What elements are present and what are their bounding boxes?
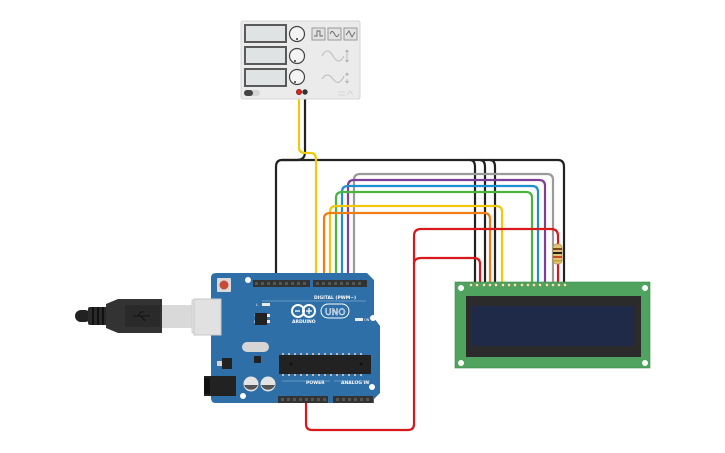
function-generator[interactable]	[240, 20, 361, 100]
arduino-uno[interactable]: DIGITAL (PWM~) L TX RX ON ARDUINO UNO	[193, 273, 380, 403]
arduino-logo	[291, 304, 316, 318]
amplitude-wave-icon	[321, 50, 345, 62]
wire-red-vcc[interactable]	[412, 256, 482, 287]
wire-orange-rs[interactable]	[322, 211, 492, 287]
atmega-chip[interactable]	[279, 355, 371, 374]
amplitude-knob[interactable]	[288, 47, 306, 65]
arduino-logo-text: ARDUINO	[292, 319, 316, 325]
generator-display-frequency	[244, 24, 287, 43]
wires	[274, 90, 566, 432]
frequency-knob[interactable]	[288, 25, 306, 43]
capacitor	[243, 376, 259, 392]
mounting-hole	[245, 277, 251, 283]
analog-header[interactable]	[333, 396, 373, 403]
crystal	[242, 342, 269, 352]
analog-label: ANALOG IN	[341, 380, 369, 386]
lcd-16x2[interactable]	[454, 281, 651, 369]
led-on	[355, 318, 363, 321]
wire-black-lcd-3[interactable]	[478, 158, 497, 287]
sine-wave-button[interactable]	[327, 27, 342, 41]
negative-terminal[interactable]	[302, 89, 308, 95]
reset-button[interactable]	[217, 278, 231, 292]
generator-display-offset	[244, 68, 287, 87]
wire-black-lcd-2[interactable]	[468, 158, 487, 287]
offset-arrow-icon	[345, 72, 349, 84]
led-label: L	[256, 303, 258, 307]
digital-header-pins	[255, 282, 361, 285]
svg-text:UNO: UNO	[325, 308, 345, 318]
offset-wave-icon	[321, 74, 345, 83]
usb-icon	[133, 311, 150, 321]
power-header[interactable]	[278, 396, 328, 403]
positive-terminal[interactable]	[295, 89, 302, 96]
power-jack	[204, 376, 236, 396]
mounting-hole	[642, 285, 648, 291]
led-l	[262, 303, 270, 306]
led-label: ON	[364, 318, 370, 322]
digital-header[interactable]	[253, 280, 367, 287]
power-switch[interactable]	[244, 90, 260, 96]
mounting-hole	[240, 393, 246, 399]
wire-red-5v[interactable]	[304, 227, 560, 432]
small-chip	[254, 356, 261, 363]
lcd-screen	[472, 306, 634, 346]
generator-display-amplitude	[244, 46, 287, 65]
mounting-hole	[458, 285, 464, 291]
wire-black-lcd-1[interactable]	[280, 158, 477, 287]
wire-black-gnd[interactable]	[274, 90, 307, 284]
wire-purple[interactable]	[346, 178, 547, 287]
mounting-hole	[458, 360, 464, 366]
power-label: POWER	[306, 380, 325, 386]
wire-black-lcd-4[interactable]	[488, 158, 566, 287]
wire-yellow-signal[interactable]	[297, 90, 318, 284]
triangle-wave-button[interactable]	[343, 27, 358, 41]
digital-label: DIGITAL (PWM~)	[314, 295, 356, 301]
mounting-hole	[369, 384, 375, 390]
resistor[interactable]	[552, 243, 563, 265]
wire-green[interactable]	[334, 190, 534, 287]
brand-mark	[338, 90, 354, 96]
usb-port	[193, 298, 222, 336]
lcd-pins	[469, 283, 567, 287]
mounting-hole	[642, 360, 648, 366]
usb-chip	[255, 313, 267, 325]
square-wave-button[interactable]	[311, 27, 326, 41]
amplitude-arrow-icon	[345, 49, 349, 63]
uno-badge: UNO	[320, 303, 350, 319]
mounting-hole	[370, 315, 376, 321]
capacitor	[260, 376, 276, 392]
wire-gray[interactable]	[352, 172, 555, 287]
offset-knob[interactable]	[288, 68, 306, 86]
voltage-regulator	[222, 358, 232, 369]
wire-blue[interactable]	[340, 184, 540, 287]
wire-yellow-e[interactable]	[328, 204, 504, 287]
